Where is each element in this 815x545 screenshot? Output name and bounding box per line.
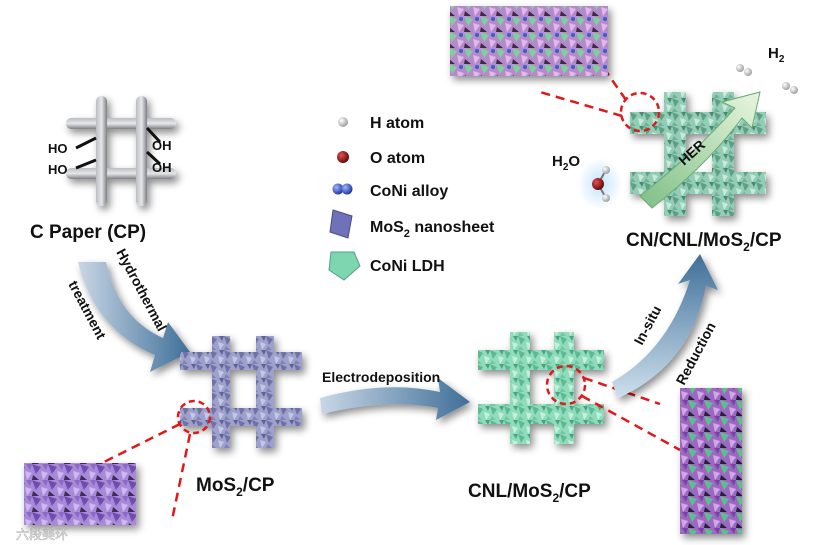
legend-o-atom: O atom bbox=[370, 150, 425, 167]
cnl-mos2-cp-label: CNL/MoS2/CP bbox=[468, 481, 591, 505]
h2-label: H2 bbox=[768, 45, 785, 65]
in-situ-label: In-situ bbox=[631, 303, 665, 348]
legend-coni-alloy: CoNi alloy bbox=[370, 183, 448, 200]
h2o-label: H2O bbox=[552, 153, 580, 173]
cnl-zoom-line-1 bbox=[583, 376, 661, 406]
electrodeposition-label: Electrodeposition bbox=[322, 369, 440, 385]
coni-alloy-icon bbox=[332, 183, 353, 195]
carbon-paper-grid bbox=[66, 96, 176, 206]
ho-label-2: HO bbox=[48, 162, 68, 177]
mos2-zoom-inset bbox=[24, 463, 136, 525]
her-arrow bbox=[639, 91, 761, 209]
cnl-zoom-inset bbox=[680, 388, 742, 534]
h2-molecule-2 bbox=[782, 82, 798, 94]
mos2-nanosheet-icon bbox=[329, 209, 353, 239]
hydrothermal-arrow bbox=[78, 262, 190, 372]
mos2-zoom-circle bbox=[176, 399, 212, 435]
water-molecule bbox=[592, 166, 610, 202]
ho-label-1: HO bbox=[48, 141, 68, 156]
electrodeposition-arrow bbox=[320, 378, 470, 420]
oh-label-1: OH bbox=[152, 138, 172, 153]
mos2-zoom-line-1 bbox=[91, 422, 181, 470]
in-situ-reduction-arrow bbox=[612, 254, 718, 398]
cn-zoom-line-2 bbox=[539, 90, 623, 118]
legend: H atom O atom CoNi alloy MoS2 nanosheet … bbox=[328, 115, 495, 281]
cn-zoom-inset bbox=[450, 6, 608, 76]
c-paper-label: C Paper (CP) bbox=[30, 222, 146, 243]
h2-molecule-1 bbox=[736, 64, 752, 76]
legend-h-atom: H atom bbox=[370, 115, 424, 132]
cn-cnl-mos2-cp-label: CN/CNL/MoS2/CP bbox=[626, 230, 782, 254]
cnl-zoom-circle bbox=[545, 364, 587, 406]
oh-label-2: OH bbox=[152, 160, 172, 175]
cnl-mos2-cp-grid bbox=[478, 332, 604, 444]
h-atom-icon bbox=[338, 117, 348, 127]
mos2-zoom-line-2 bbox=[170, 433, 192, 521]
watermark: 六段美环 bbox=[16, 528, 68, 543]
cn-zoom-circle bbox=[619, 91, 661, 133]
hydroxyl-groups bbox=[75, 126, 162, 170]
legend-mos2-nanosheet: MoS2 nanosheet bbox=[370, 219, 495, 240]
coni-ldh-icon bbox=[328, 251, 361, 281]
cnl-zoom-line-2 bbox=[581, 394, 681, 452]
o-atom-icon bbox=[337, 151, 349, 163]
mos2-cp-label: MoS2/CP bbox=[196, 475, 275, 499]
legend-coni-ldh: CoNi LDH bbox=[370, 258, 445, 275]
